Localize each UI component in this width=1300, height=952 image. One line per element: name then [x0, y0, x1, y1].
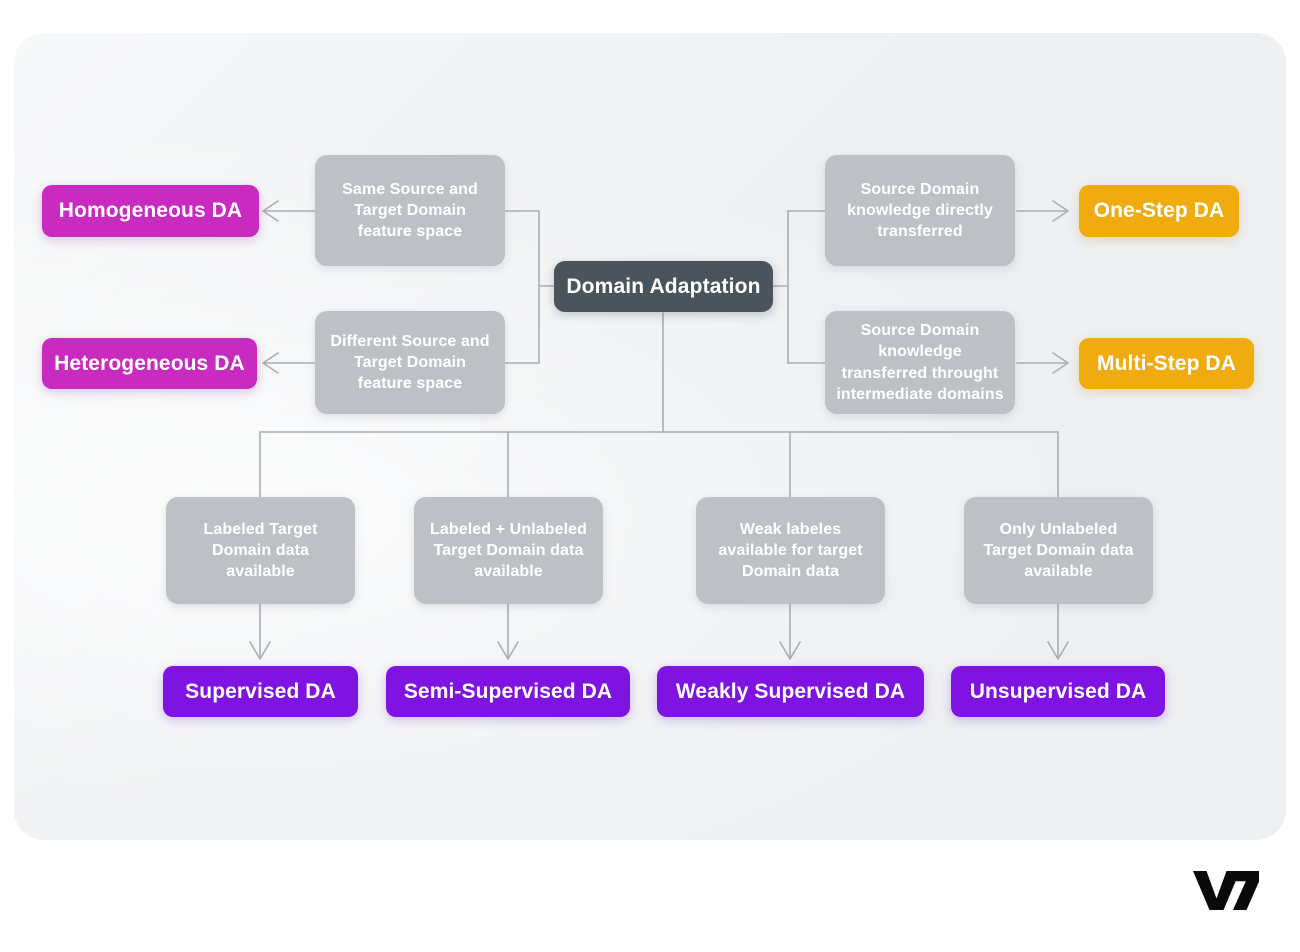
node-outcome-heterogeneous-da[interactable]: Heterogeneous DA: [42, 338, 257, 389]
node-condition-heterogeneous[interactable]: Different Source and Target Domain featu…: [315, 311, 505, 414]
node-outcome-multi-step-da[interactable]: Multi-Step DA: [1079, 338, 1254, 389]
diagram-panel: [14, 33, 1286, 840]
node-condition-semi-supervised[interactable]: Labeled + Unlabeled Target Domain data a…: [414, 497, 603, 604]
node-condition-multi-step[interactable]: Source Domain knowledge transferred thro…: [825, 311, 1015, 414]
node-outcome-one-step-da[interactable]: One-Step DA: [1079, 185, 1239, 237]
v7-logo-seven-glyph: [1230, 871, 1259, 910]
node-outcome-unsupervised-da[interactable]: Unsupervised DA: [951, 666, 1165, 717]
node-domain-adaptation[interactable]: Domain Adaptation: [554, 261, 773, 312]
node-outcome-homogeneous-da[interactable]: Homogeneous DA: [42, 185, 259, 237]
node-outcome-supervised-da[interactable]: Supervised DA: [163, 666, 358, 717]
node-outcome-semi-supervised-da[interactable]: Semi-Supervised DA: [386, 666, 630, 717]
node-condition-homogeneous[interactable]: Same Source and Target Domain feature sp…: [315, 155, 505, 266]
v7-logo: [1193, 871, 1259, 910]
node-condition-unsupervised[interactable]: Only Unlabeled Target Domain data availa…: [964, 497, 1153, 604]
v7-logo-v-glyph: [1193, 871, 1240, 910]
node-outcome-weakly-supervised-da[interactable]: Weakly Supervised DA: [657, 666, 924, 717]
node-condition-one-step[interactable]: Source Domain knowledge directly transfe…: [825, 155, 1015, 266]
node-condition-supervised[interactable]: Labeled Target Domain data available: [166, 497, 355, 604]
node-condition-weakly-supervised[interactable]: Weak labeles available for target Domain…: [696, 497, 885, 604]
